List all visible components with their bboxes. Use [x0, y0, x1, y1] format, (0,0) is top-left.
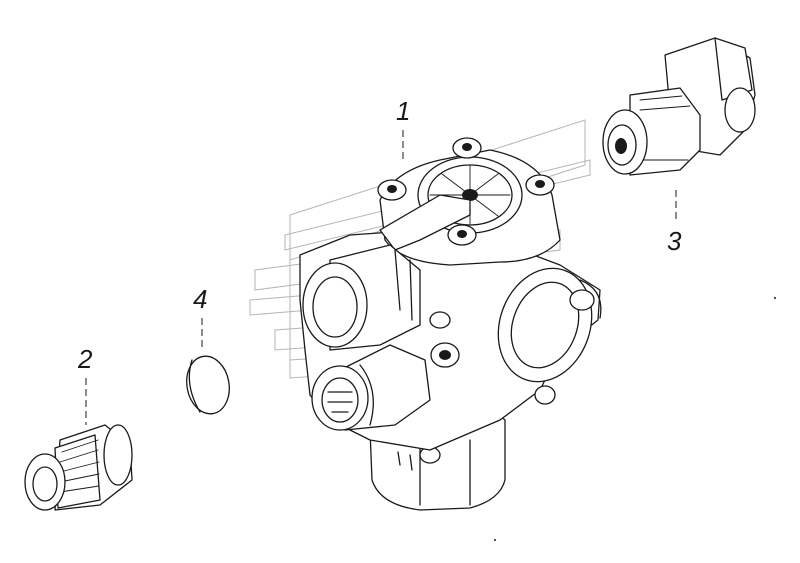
callout-1: 1 — [396, 96, 410, 126]
callout-4: 4 — [193, 284, 207, 314]
fitting-part-3 — [602, 37, 756, 176]
speck-mark — [494, 539, 496, 541]
fitting-part-2 — [24, 424, 133, 511]
cap-part-4 — [186, 355, 230, 415]
callout-3: 3 — [667, 226, 682, 256]
valve-body-part-1 — [299, 137, 602, 511]
bolt-group — [377, 137, 555, 246]
callout-2: 2 — [77, 344, 93, 374]
speck-mark — [774, 297, 776, 299]
